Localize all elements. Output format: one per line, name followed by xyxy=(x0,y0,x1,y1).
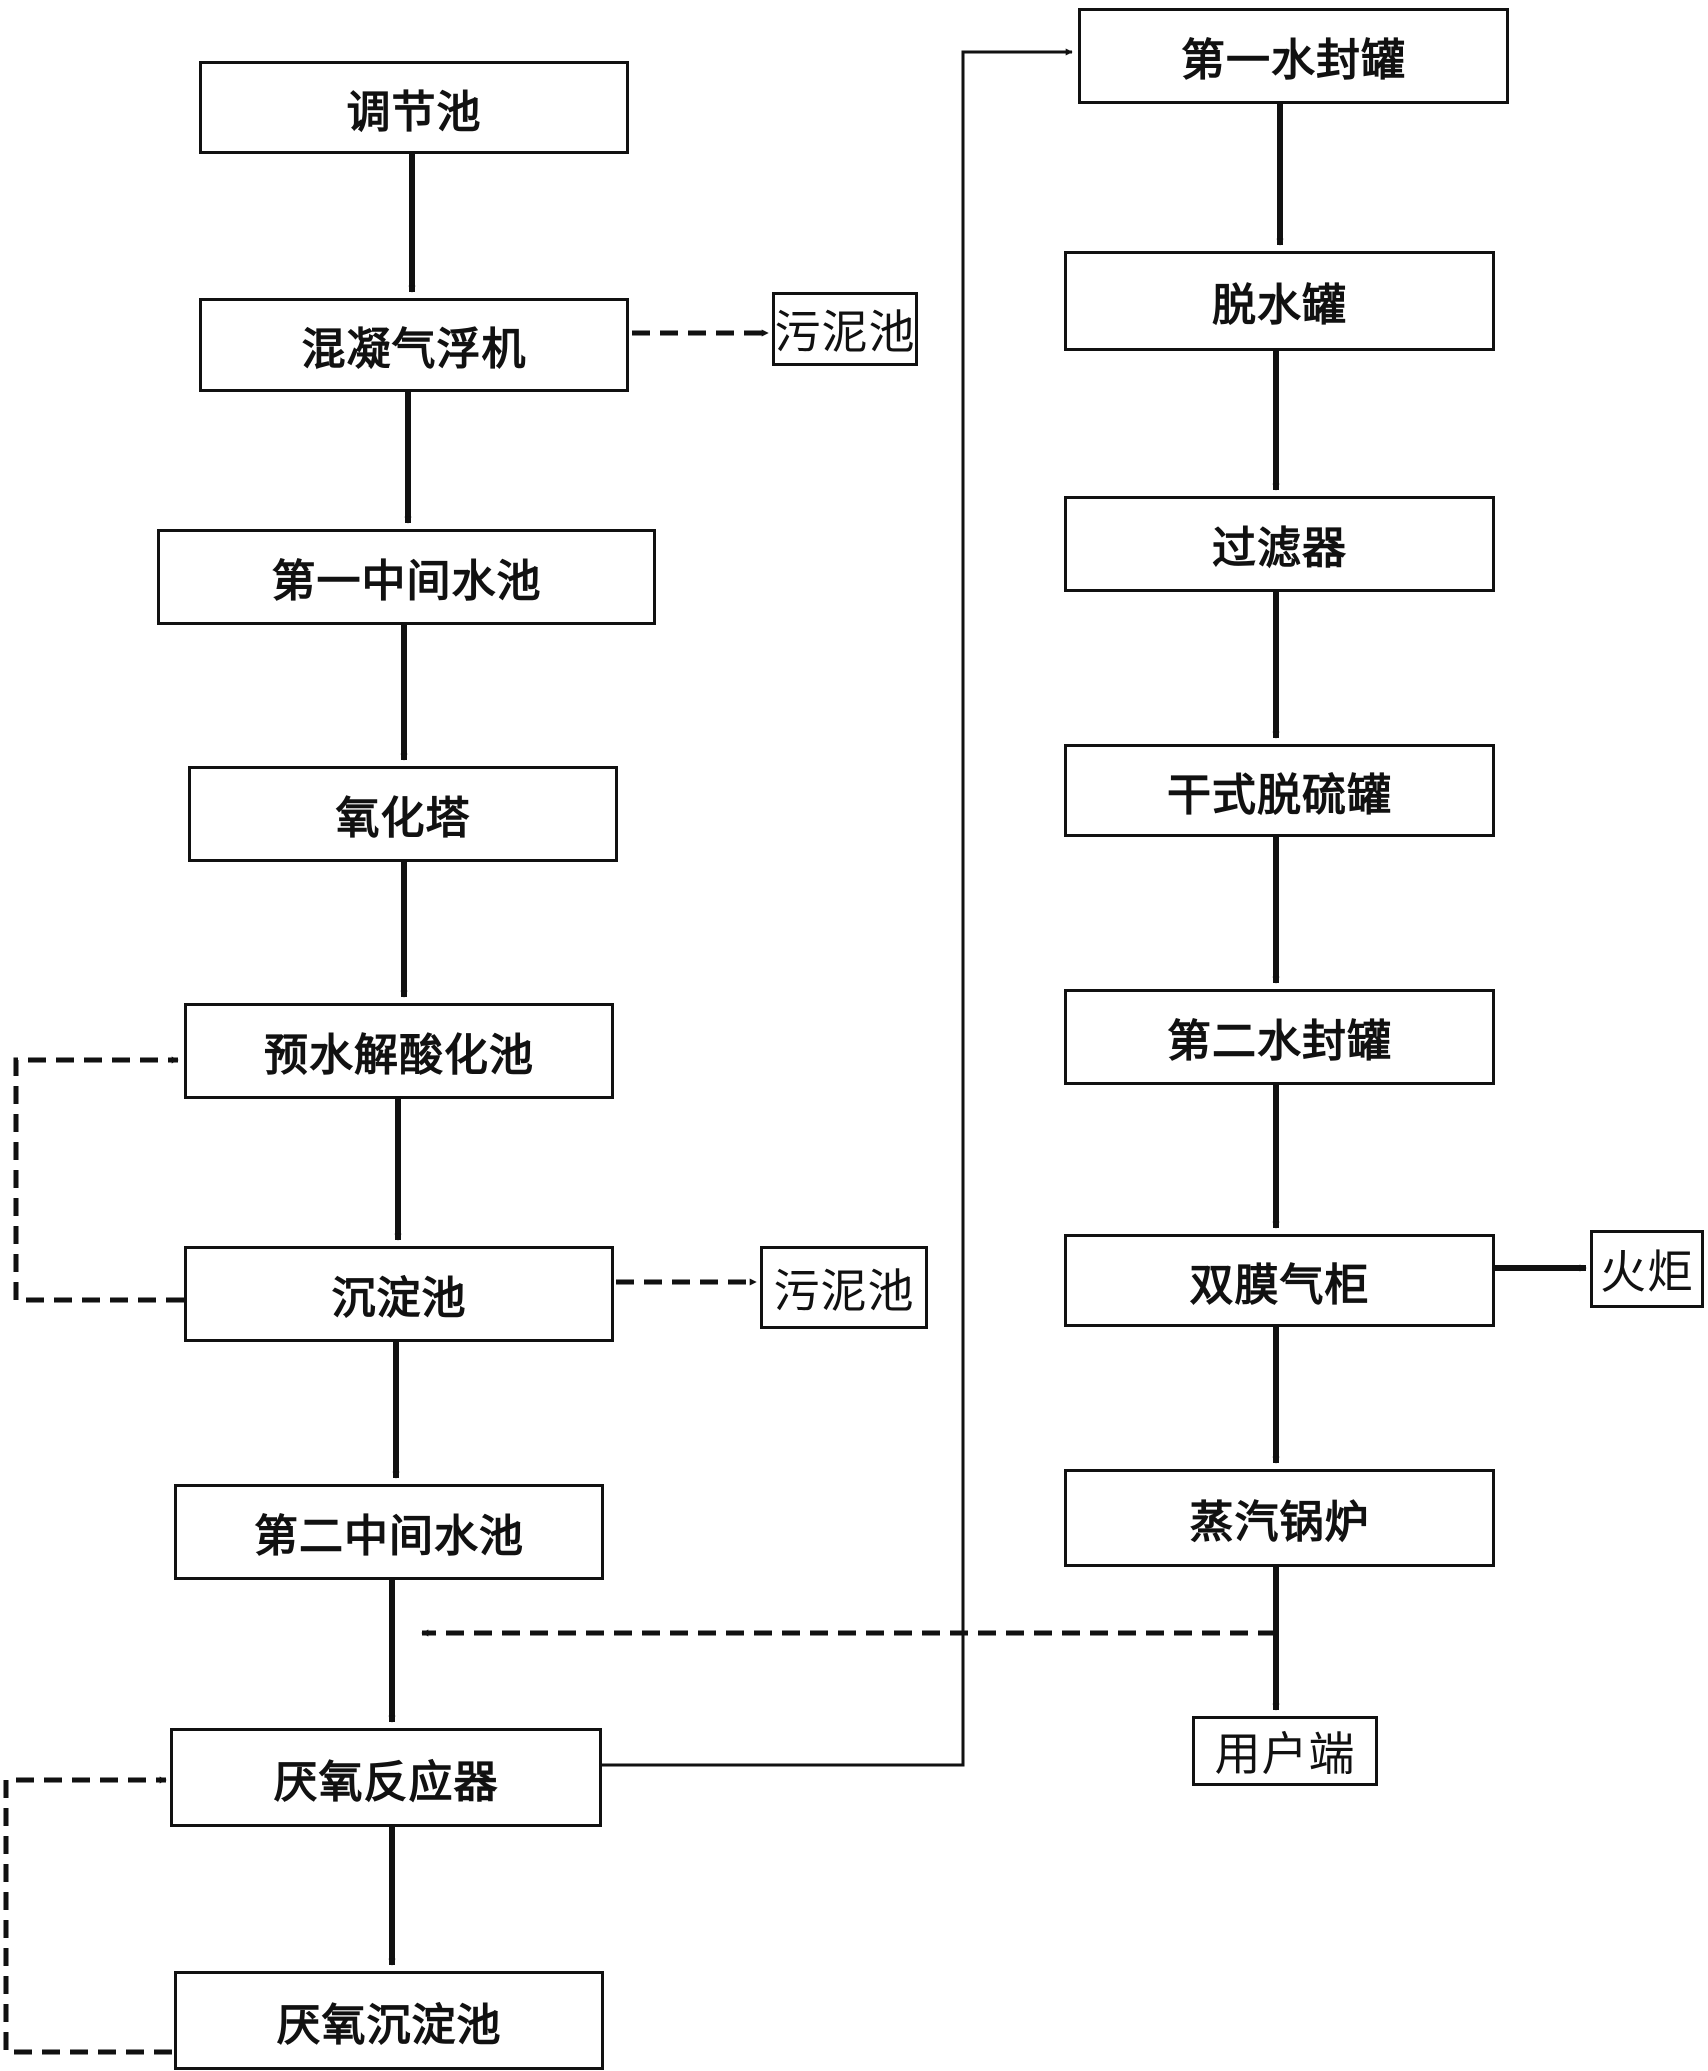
intermediate-tank-2-node: 第二中间水池 xyxy=(174,1484,604,1580)
intermediate-tank-1-node: 第一中间水池 xyxy=(157,529,656,625)
sludge-tank-1-node: 污泥池 xyxy=(772,292,918,366)
anaerobic-reactor-node: 厌氧反应器 xyxy=(170,1728,602,1827)
coagulation-flotation-node: 混凝气浮机 xyxy=(199,298,629,392)
dewatering-tank-node: 脱水罐 xyxy=(1064,251,1495,351)
flare-node: 火炬 xyxy=(1590,1230,1704,1308)
oxidation-tower-node: 氧化塔 xyxy=(188,766,618,862)
dashed-connector-lines xyxy=(3,329,1276,2055)
dashed-arrow-settling-recycle xyxy=(13,1056,184,1303)
steam-boiler-node: 蒸汽锅炉 xyxy=(1064,1469,1495,1567)
connector-lines xyxy=(388,48,1587,1966)
water-seal-tank-1-node: 第一水封罐 xyxy=(1078,8,1509,104)
sludge-tank-2-node: 污泥池 xyxy=(760,1246,928,1329)
regulating-tank-node: 调节池 xyxy=(199,61,629,154)
dry-desulfurization-tank-node: 干式脱硫罐 xyxy=(1064,744,1495,837)
settling-tank-node: 沉淀池 xyxy=(184,1246,614,1342)
prehydrolysis-tank-node: 预水解酸化池 xyxy=(184,1003,614,1099)
double-membrane-gasholder-node: 双膜气柜 xyxy=(1064,1234,1495,1327)
user-end-node: 用户端 xyxy=(1192,1716,1378,1786)
arrow-anaerobic-to-water-seal-1 xyxy=(602,48,1073,1767)
dashed-arrow-anaerobic-settling-recycle xyxy=(3,1776,172,2055)
filter-node: 过滤器 xyxy=(1064,496,1495,592)
water-seal-tank-2-node: 第二水封罐 xyxy=(1064,989,1495,1085)
anaerobic-settling-tank-node: 厌氧沉淀池 xyxy=(174,1971,604,2070)
